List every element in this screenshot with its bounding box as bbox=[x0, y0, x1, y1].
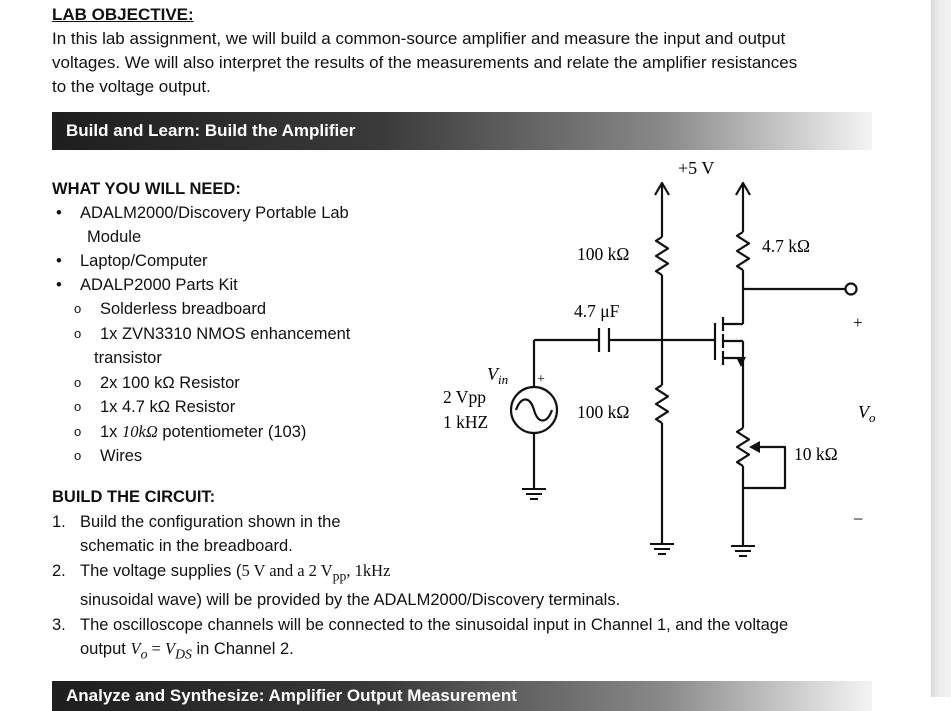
vin-label: Vin bbox=[487, 364, 508, 387]
r2-label: 100 kΩ bbox=[577, 402, 629, 422]
step-2: 2. The voltage supplies (5 V and a 2 Vpp… bbox=[52, 560, 621, 610]
output-minus: − bbox=[853, 509, 863, 529]
resistor-r1 bbox=[654, 236, 670, 276]
source-plus: + bbox=[537, 372, 545, 387]
cap-label: 4.7 μF bbox=[574, 301, 620, 321]
source-frequency: 1 kHZ bbox=[443, 412, 488, 432]
resistor-r2 bbox=[654, 384, 670, 424]
wiper-wire bbox=[743, 445, 787, 490]
list-subitem: o Solderless breadboard bbox=[74, 300, 267, 318]
output-terminal bbox=[844, 282, 858, 296]
rd-label: 4.7 kΩ bbox=[762, 236, 810, 256]
resistor-rd bbox=[735, 231, 751, 271]
r1-label: 100 kΩ bbox=[577, 244, 629, 264]
list-subitem: o 2x 100 kΩ Resistor bbox=[74, 373, 240, 392]
objective-line: In this lab assignment, we will build a … bbox=[52, 29, 786, 48]
step-3: 3. The oscilloscope channels will be con… bbox=[52, 615, 789, 662]
ground-icon bbox=[650, 543, 674, 555]
list-item: • ADALM2000/Discovery Portable Lab Modul… bbox=[56, 204, 349, 246]
vo-label: Vo bbox=[858, 402, 876, 425]
section-banner: Build and Learn: Build the Amplifier bbox=[52, 112, 872, 150]
output-plus: + bbox=[853, 313, 863, 332]
materials-list: WHAT YOU WILL NEED: • ADALM2000/Discover… bbox=[52, 177, 432, 469]
supply-arrow bbox=[654, 181, 670, 196]
objective-line: voltages. We will also interpret the res… bbox=[52, 53, 798, 72]
list-subitem: o 1x 4.7 kΩ Resistor bbox=[74, 398, 236, 416]
objective-line: to the voltage output. bbox=[52, 77, 211, 96]
objective-title: LAB OBJECTIVE: bbox=[52, 5, 194, 24]
list-subitem: o Wires bbox=[74, 447, 143, 465]
list-subitem: o 1x 10kΩ potentiometer (103) bbox=[74, 421, 307, 441]
source-amplitude: 2 Vpp bbox=[443, 387, 486, 407]
ground-icon bbox=[522, 488, 546, 500]
list-subitem: o 1x ZVN3310 NMOS enhancement transistor bbox=[74, 324, 351, 368]
wiper-arrow bbox=[749, 441, 760, 453]
step-1: 1. Build the configuration shown in the … bbox=[52, 512, 341, 556]
list-item: • ADALP2000 Parts Kit bbox=[56, 276, 238, 294]
supply-arrow bbox=[735, 181, 751, 196]
pot-label: 10 kΩ bbox=[794, 444, 838, 464]
build-instructions: BUILD THE CIRCUIT: 1. Build the configur… bbox=[52, 485, 872, 667]
potentiometer bbox=[735, 427, 751, 467]
list-item: • Laptop/Computer bbox=[56, 252, 208, 270]
lab-objective: LAB OBJECTIVE: In this lab assignment, w… bbox=[52, 3, 872, 99]
ground-icon bbox=[731, 545, 755, 557]
supply-label: +5 V bbox=[678, 158, 714, 178]
materials-heading: WHAT YOU WILL NEED: bbox=[52, 180, 241, 198]
build-heading: BUILD THE CIRCUIT: bbox=[52, 488, 216, 506]
sine-wave-icon bbox=[514, 398, 554, 422]
window-edge bbox=[931, 0, 951, 697]
mosfet-arrow bbox=[736, 357, 746, 367]
